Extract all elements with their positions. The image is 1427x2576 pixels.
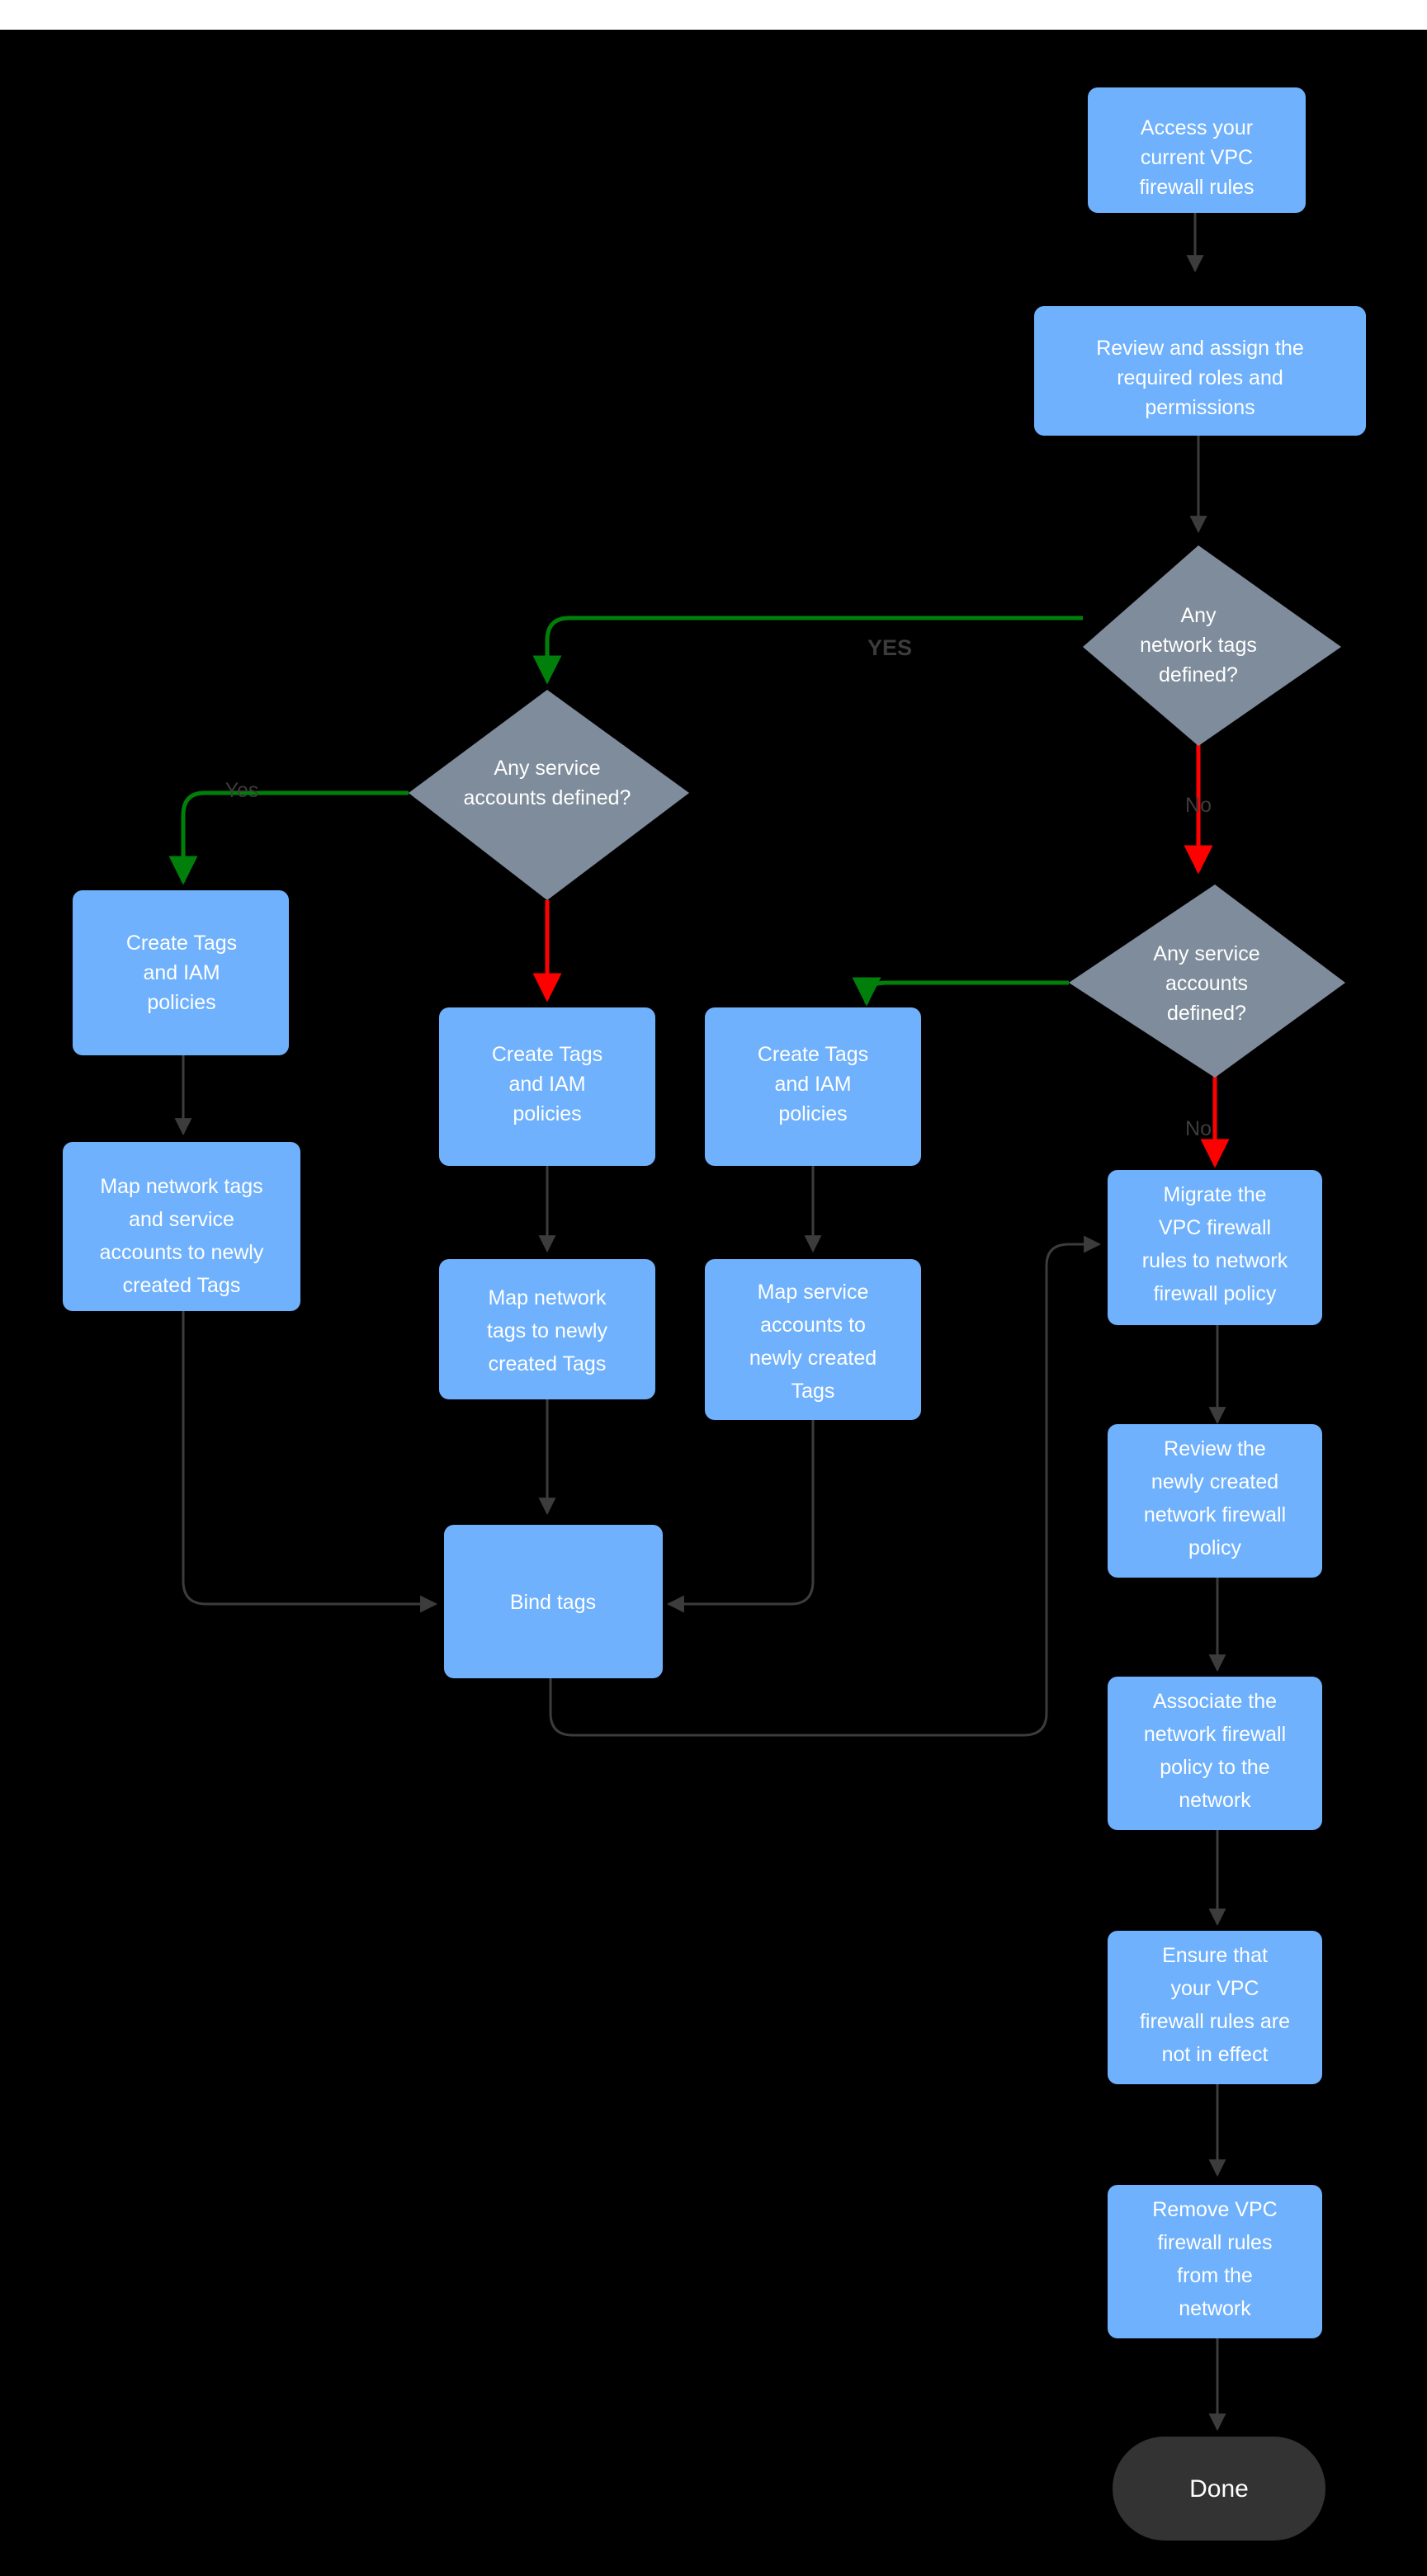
node-create-tags-iam-policies-right[interactable]: Create Tags and IAM policies	[705, 1007, 921, 1166]
node-line: policies	[778, 1102, 847, 1125]
node-create-tags-iam-policies-middle[interactable]: Create Tags and IAM policies	[439, 1007, 655, 1166]
node-line: policies	[147, 991, 215, 1014]
node-line: permissions	[1145, 396, 1255, 419]
node-line: newly created	[749, 1347, 877, 1370]
edge-d2-n3-yes	[168, 790, 409, 885]
node-line: created Tags	[489, 1352, 607, 1375]
node-line: newly created	[1151, 1470, 1278, 1493]
node-done-terminal[interactable]: Done	[1113, 2437, 1325, 2541]
node-line: rules to network	[1142, 1249, 1288, 1272]
edge-labels-layer: YES No Yes No	[225, 635, 1212, 1140]
node-map-network-tags-and-service-accounts[interactable]: Map network tags and service accounts to…	[63, 1142, 300, 1311]
node-line: not in effect	[1162, 2043, 1269, 2066]
node-line: accounts	[1165, 972, 1248, 995]
node-line: network firewall	[1144, 1503, 1286, 1526]
node-line: required roles and	[1117, 366, 1283, 389]
node-line: network firewall	[1144, 1723, 1286, 1746]
node-line: and IAM	[508, 1073, 585, 1096]
node-remove-vpc-firewall-rules[interactable]: Remove VPC firewall rules from the netwo…	[1108, 2185, 1322, 2338]
edge-n6-n9	[182, 1311, 438, 1613]
node-create-tags-iam-policies-left[interactable]: Create Tags and IAM policies	[73, 890, 289, 1055]
node-line: policy	[1188, 1536, 1241, 1559]
node-line: accounts defined?	[464, 786, 631, 809]
node-line: Create Tags	[492, 1043, 602, 1066]
node-line: network	[1179, 1789, 1251, 1812]
node-line: policy to the	[1160, 1756, 1269, 1779]
node-line: firewall rules	[1158, 2231, 1273, 2254]
node-line: your VPC	[1171, 1977, 1259, 2000]
edge-label-d3-no: No	[1185, 1117, 1212, 1140]
node-line: firewall policy	[1154, 1282, 1277, 1305]
node-line: created Tags	[123, 1274, 241, 1297]
edge-n9-n10	[549, 1235, 1102, 1737]
node-review-newly-created-policy[interactable]: Review the newly created network firewal…	[1108, 1424, 1322, 1578]
node-line: current VPC	[1141, 146, 1253, 169]
node-line: Tags	[791, 1380, 835, 1403]
flowchart-canvas: YES No Yes No Access your current VPC fi…	[0, 30, 1427, 2576]
edge-n8-n9	[666, 1419, 815, 1613]
decision-any-network-tags-defined[interactable]: Any network tags defined?	[1083, 545, 1341, 746]
decision-any-service-accounts-defined-right[interactable]: Any service accounts defined?	[1069, 885, 1345, 1078]
node-access-current-vpc-firewall-rules[interactable]: Access your current VPC firewall rules	[1088, 87, 1306, 213]
node-line: Map service	[758, 1281, 869, 1304]
node-line: tags to newly	[487, 1319, 607, 1342]
node-line: Any service	[1153, 942, 1259, 965]
node-line: defined?	[1167, 1002, 1246, 1025]
node-line: Associate the	[1153, 1690, 1277, 1713]
edge-label-d1-yes: YES	[867, 635, 912, 660]
node-line: Remove VPC	[1152, 2198, 1277, 2221]
node-line: Map network tags	[100, 1175, 262, 1198]
node-line: from the	[1177, 2264, 1253, 2287]
node-line: network	[1179, 2297, 1251, 2320]
node-line: network tags	[1140, 634, 1257, 657]
node-ensure-vpc-rules-not-in-effect[interactable]: Ensure that your VPC firewall rules are …	[1108, 1931, 1322, 2084]
node-line: and IAM	[774, 1073, 851, 1096]
node-map-network-tags-to-newly-created-tags[interactable]: Map network tags to newly created Tags	[439, 1259, 655, 1399]
node-line: Access your	[1141, 116, 1253, 139]
node-line: policies	[513, 1102, 581, 1125]
decision-any-service-accounts-defined-left[interactable]: Any service accounts defined?	[409, 690, 689, 900]
node-line: and service	[129, 1208, 234, 1231]
node-line: Create Tags	[126, 932, 237, 955]
node-line: VPC firewall	[1159, 1216, 1271, 1239]
edge-d3-n5-yes	[852, 977, 1069, 1007]
node-line: Create Tags	[758, 1043, 868, 1066]
node-associate-policy-to-network[interactable]: Associate the network firewall policy to…	[1108, 1677, 1322, 1830]
node-line: Review and assign the	[1096, 337, 1304, 360]
node-line: Any	[1180, 604, 1217, 627]
edge-label-d2-yes: Yes	[225, 779, 259, 802]
node-line: accounts to	[760, 1314, 866, 1337]
node-line: defined?	[1159, 663, 1238, 686]
node-map-service-accounts-to-newly-created-tags[interactable]: Map service accounts to newly created Ta…	[705, 1259, 921, 1420]
node-bind-tags[interactable]: Bind tags	[444, 1525, 663, 1678]
node-line: Review the	[1164, 1437, 1266, 1460]
node-line: firewall rules	[1140, 176, 1255, 199]
node-line: Done	[1189, 2475, 1249, 2503]
node-line: and IAM	[143, 961, 220, 984]
edge-d1-d2-yes	[532, 616, 1083, 685]
node-line: Ensure that	[1162, 1944, 1268, 1967]
node-review-assign-roles-permissions[interactable]: Review and assign the required roles and…	[1034, 306, 1366, 436]
node-line: accounts to newly	[100, 1241, 264, 1264]
node-line: Any service	[494, 757, 600, 780]
node-migrate-vpc-firewall-rules[interactable]: Migrate the VPC firewall rules to networ…	[1108, 1170, 1322, 1325]
node-line: Bind tags	[510, 1591, 596, 1614]
edges-layer	[168, 213, 1230, 2432]
edge-label-d1-no: No	[1185, 794, 1212, 817]
node-line: Migrate the	[1163, 1183, 1266, 1206]
node-line: firewall rules are	[1140, 2010, 1290, 2033]
node-line: Map network	[488, 1286, 607, 1309]
